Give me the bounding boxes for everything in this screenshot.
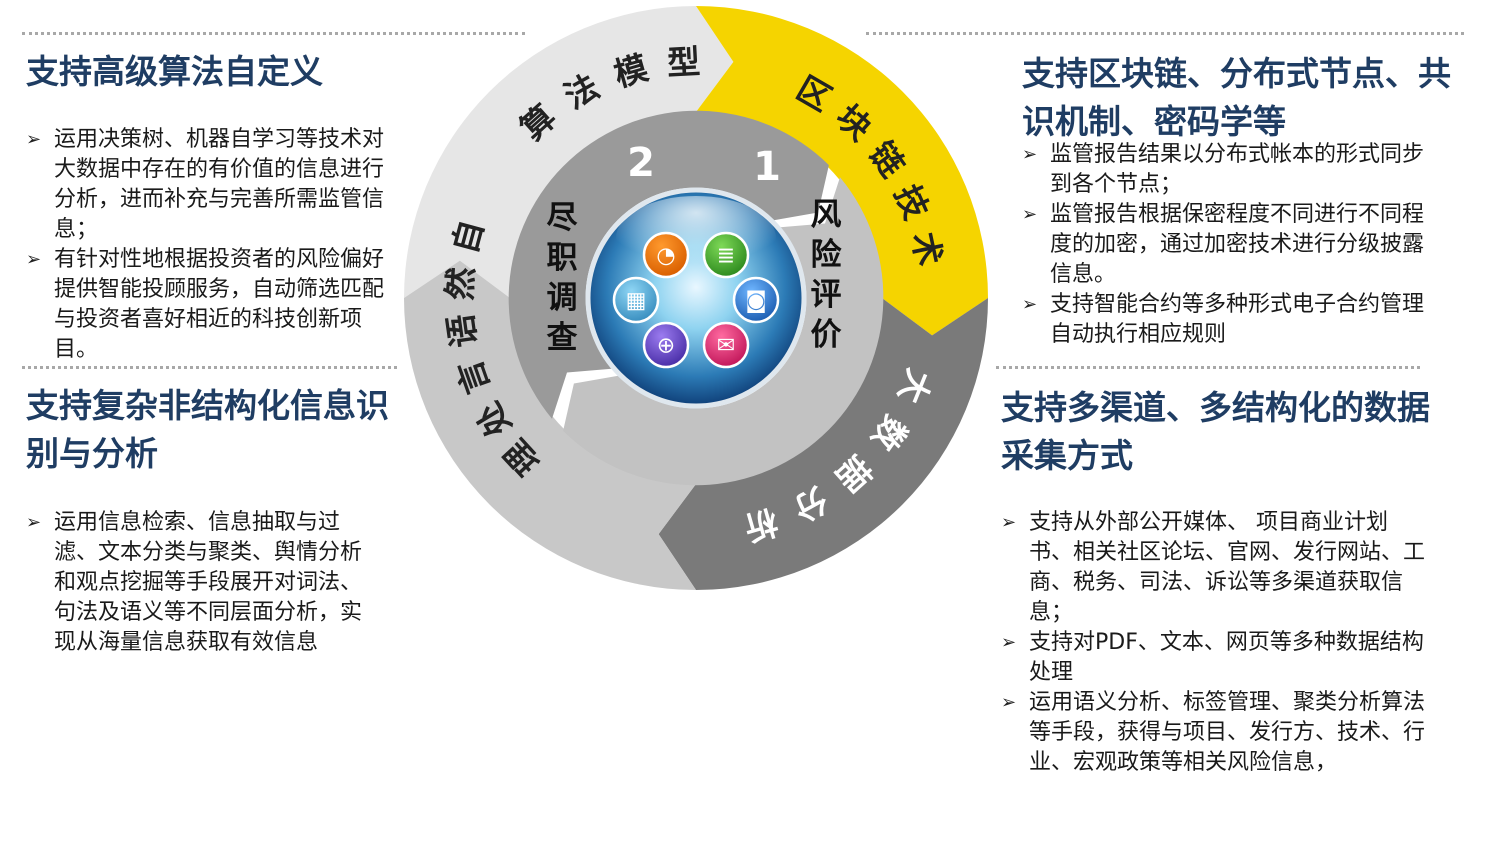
svg-text:▦: ▦ xyxy=(626,289,647,314)
svg-text:⊕: ⊕ xyxy=(657,334,675,359)
bullet-item: ➢运用决策树、机器自学习等技术对大数据中存在的有价值的信息进行分析，进而补充与完… xyxy=(26,127,385,242)
heading-blockchain: 支持区块链、分布式节点、共识机制、密码学等 xyxy=(1022,54,1451,141)
separator-mid-right xyxy=(996,366,1420,369)
label-risk-evaluation-char: 风 xyxy=(811,197,842,233)
rss-icon: ◔ xyxy=(642,231,690,279)
arc-big-data xyxy=(658,298,988,590)
bullet-item: ➢支持对PDF、文本、网页等多种数据结构处理 xyxy=(1001,630,1424,685)
database-icon: ≣ xyxy=(702,231,750,279)
inner-arc-due-diligence xyxy=(508,110,829,419)
bullet-arrow-icon: ➢ xyxy=(1022,144,1038,165)
svg-text:≣: ≣ xyxy=(717,244,735,269)
bullet-item: ➢支持从外部公开媒体、 项目商业计划书、相关社区论坛、官网、发行网站、工商、税务… xyxy=(1001,510,1426,625)
hub-icons: ◔ ≣ ◙ ✉ ⊕ ▦ xyxy=(612,231,780,369)
label-risk-evaluation-char: 价 xyxy=(811,317,842,353)
calculator-icon: ▦ xyxy=(612,276,660,324)
label-blockchain-char: 术 xyxy=(904,229,949,269)
bullets-algorithm: ➢运用决策树、机器自学习等技术对大数据中存在的有价值的信息进行分析，进而补充与完… xyxy=(26,125,384,365)
step-number-2: 2 xyxy=(627,140,655,186)
bullet-arrow-icon: ➢ xyxy=(1001,632,1017,653)
separator-top-left xyxy=(22,32,525,35)
bullet-arrow-icon: ➢ xyxy=(26,249,42,270)
bullet-arrow-icon: ➢ xyxy=(26,512,42,533)
separator-mid-left xyxy=(22,366,397,369)
web-cursor-icon: ⊕ xyxy=(642,321,690,369)
heading-unstructured: 支持复杂非结构化信息识别与分析 xyxy=(26,386,389,473)
bullet-arrow-icon: ➢ xyxy=(1022,204,1038,225)
svg-text:◔: ◔ xyxy=(656,244,675,269)
label-due-diligence-char: 查 xyxy=(547,320,578,356)
bullet-arrow-icon: ➢ xyxy=(1001,512,1017,533)
label-nlp-char: 然 xyxy=(440,266,481,301)
bullet-arrow-icon: ➢ xyxy=(1022,294,1038,315)
arc-blockchain xyxy=(696,6,988,336)
bullets-unstructured: ➢运用信息检索、信息抽取与过滤、文本分类与聚类、舆情分析和观点挖掘等手段展开对词… xyxy=(26,508,362,658)
label-due-diligence-char: 调 xyxy=(547,280,578,316)
camera-icon: ◙ xyxy=(732,276,780,324)
bullet-item: ➢监管报告根据保密程度不同进行不同程度的加密，通过加密技术进行分级披露信息。 xyxy=(1022,202,1425,287)
bullet-item: ➢支持智能合约等多种形式电子合约管理自动执行相应规则 xyxy=(1022,292,1425,347)
bullet-item: ➢有针对性地根据投资者的风险偏好提供智能投顾服务，自动筛选匹配与投资者喜好相近的… xyxy=(26,247,385,362)
svg-text:◙: ◙ xyxy=(745,289,766,314)
bullet-item: ➢监管报告结果以分布式帐本的形式同步到各个节点； xyxy=(1022,142,1425,197)
separator-top-right xyxy=(866,32,1464,35)
bullet-item: ➢运用语义分析、标签管理、聚类分析算法等手段，获得与项目、发行方、技术、行业、宏… xyxy=(1001,690,1426,775)
label-due-diligence-char: 职 xyxy=(547,240,578,276)
mail-icon: ✉ xyxy=(702,321,750,369)
bullets-data-collection: ➢支持从外部公开媒体、 项目商业计划书、相关社区论坛、官网、发行网站、工商、税务… xyxy=(1001,508,1431,778)
hub-gloss xyxy=(616,196,776,280)
label-risk-evaluation-char: 险 xyxy=(811,237,843,273)
heading-algorithm: 支持高级算法自定义 xyxy=(26,52,323,91)
label-risk-evaluation-char: 评 xyxy=(811,277,842,313)
step-number-1: 1 xyxy=(753,144,781,190)
arc-algorithm-model xyxy=(404,6,734,298)
bullet-item: ➢运用信息检索、信息抽取与过滤、文本分类与聚类、舆情分析和观点挖掘等手段展开对词… xyxy=(26,510,363,655)
inner-arc-risk xyxy=(563,177,884,486)
arc-nlp xyxy=(404,260,696,590)
bullet-arrow-icon: ➢ xyxy=(1001,692,1017,713)
heading-data-collection: 支持多渠道、多结构化的数据采集方式 xyxy=(1001,388,1430,475)
bullet-arrow-icon: ➢ xyxy=(26,129,42,150)
label-due-diligence-char: 尽 xyxy=(547,200,578,236)
label-nlp-char: 语 xyxy=(441,312,484,350)
bullets-blockchain: ➢监管报告结果以分布式帐本的形式同步到各个节点； ➢监管报告根据保密程度不同进行… xyxy=(1022,140,1432,350)
label-algorithm-model-char: 型 xyxy=(666,42,701,83)
svg-text:✉: ✉ xyxy=(717,334,735,359)
